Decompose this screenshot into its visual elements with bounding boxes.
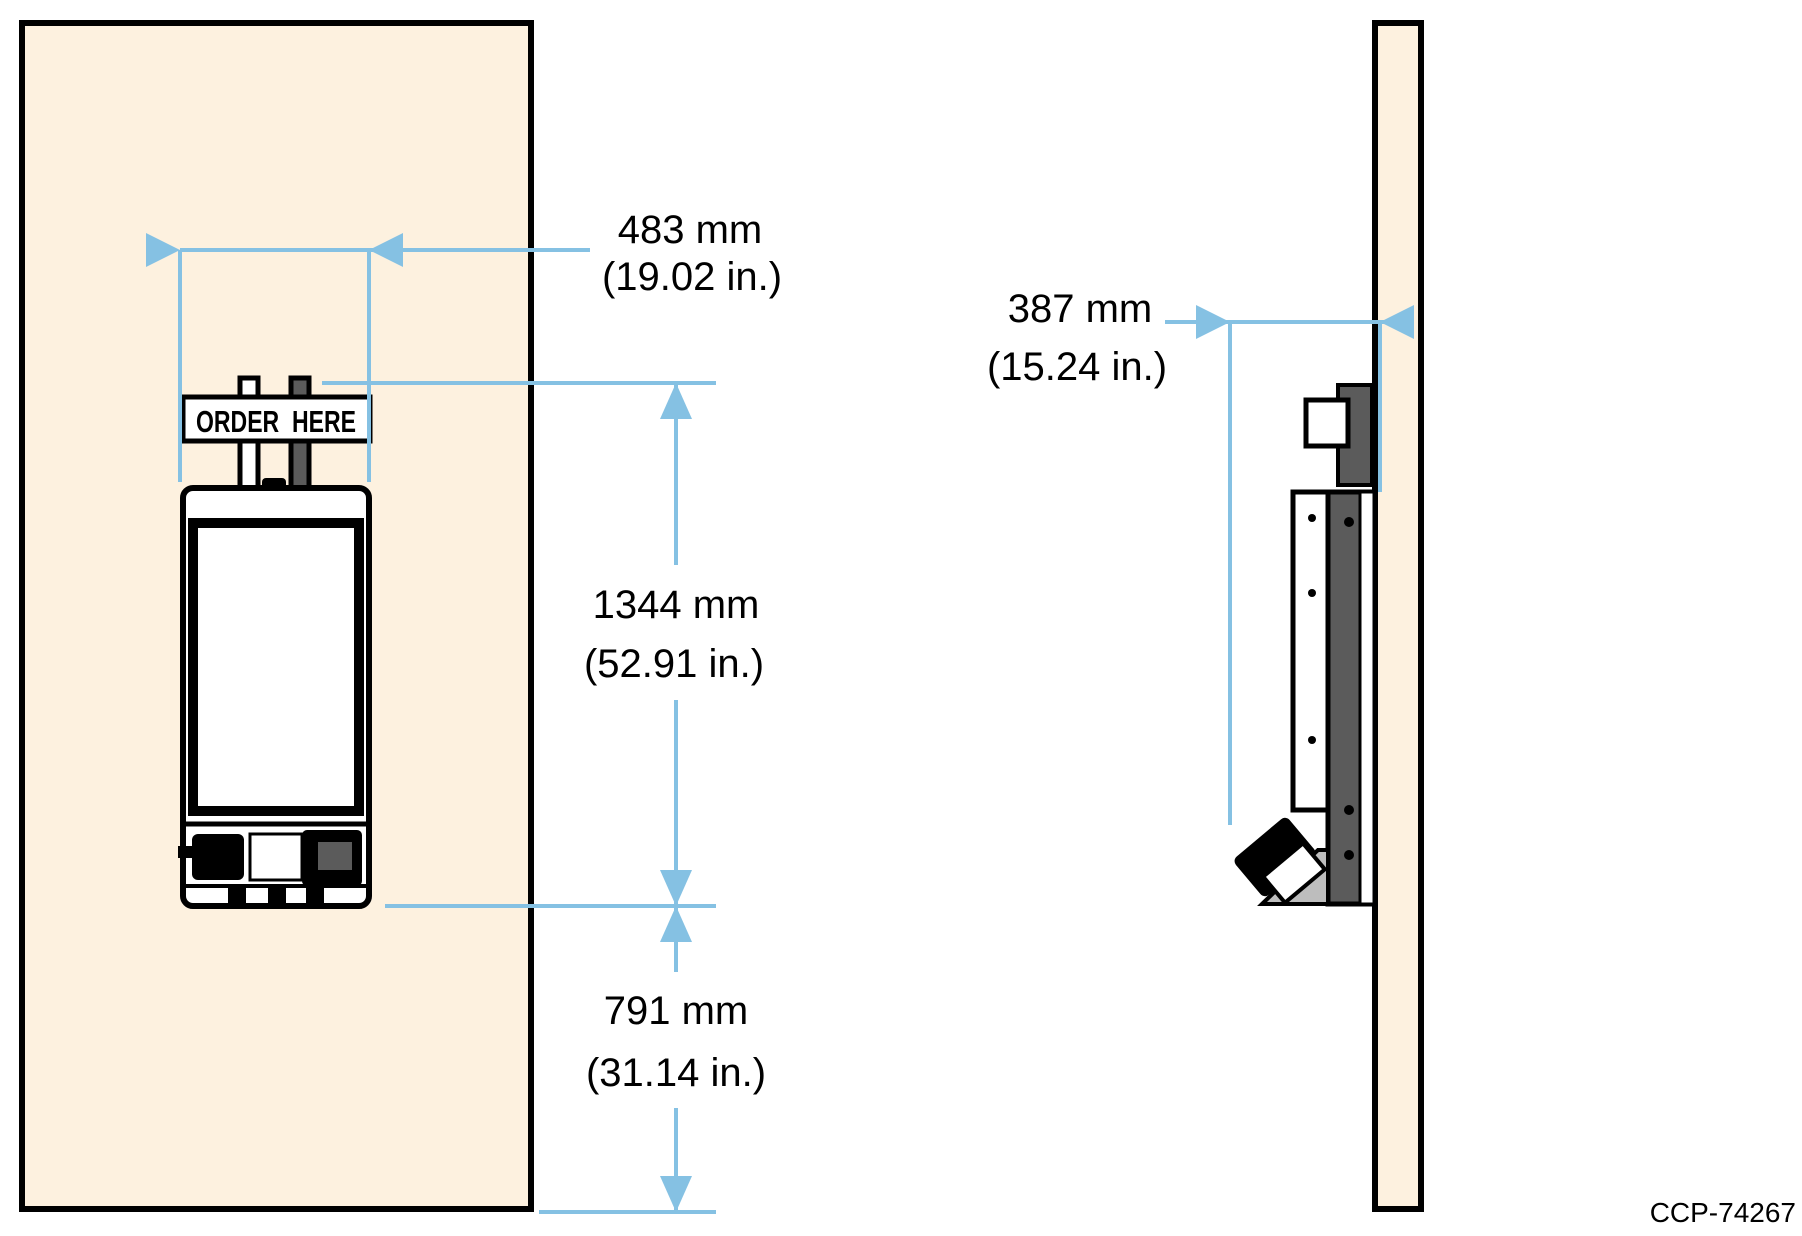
card-reader-slot <box>178 846 204 858</box>
depth-mm-label: 387 mm <box>1008 287 1153 331</box>
mount-hole-2 <box>1344 805 1354 815</box>
height-dimension: 1344 mm (52.91 in.) <box>322 381 764 908</box>
sign-side <box>1303 397 1351 449</box>
side-view: 387 mm (15.24 in.) <box>987 20 1424 1212</box>
height-inch-label: (52.91 in.) <box>584 642 764 686</box>
side-hole-2 <box>1308 589 1316 597</box>
floor-clearance-dimension: 791 mm (31.14 in.) <box>539 906 766 1214</box>
floor-arrow-top <box>660 906 692 942</box>
height-arrow-bottom <box>660 870 692 906</box>
screen <box>198 528 354 806</box>
height-arrow-top <box>660 383 692 419</box>
kiosk-front: ORDER HERE <box>178 375 373 909</box>
side-hole-3 <box>1308 736 1316 744</box>
floor-mm-label: 791 mm <box>604 989 749 1033</box>
height-mm-label: 1344 mm <box>593 583 760 627</box>
side-wall <box>1372 20 1424 1212</box>
floor-arrow-bottom <box>660 1176 692 1212</box>
floor-inch-label: (31.14 in.) <box>586 1051 766 1095</box>
foot-right <box>306 888 324 906</box>
side-payment-terminal <box>1234 817 1316 897</box>
width-arrow-left <box>146 233 180 267</box>
side-hole-1 <box>1308 514 1316 522</box>
width-mm-label: 483 mm <box>618 208 763 252</box>
mount-hole-3 <box>1344 850 1354 860</box>
payment-terminal-keys <box>318 842 352 870</box>
depth-arrow-right <box>1380 305 1414 339</box>
reference-code: CCP-74267 <box>1650 1197 1796 1228</box>
wall-mount-rail <box>1358 490 1376 906</box>
foot-left <box>228 888 246 906</box>
foot-center <box>268 888 286 906</box>
depth-dimension: 387 mm (15.24 in.) <box>987 287 1414 825</box>
kiosk-side <box>1234 383 1376 907</box>
receipt-module <box>248 832 304 882</box>
front-view: ORDER HERE 483 mm <box>19 20 782 1214</box>
depth-arrow-left <box>1196 305 1230 339</box>
width-inch-label: (19.02 in.) <box>602 255 782 299</box>
card-reader <box>192 834 244 880</box>
mount-hole-1 <box>1344 517 1354 527</box>
order-sign-text: ORDER HERE <box>196 404 356 439</box>
width-dimension: 483 mm (19.02 in.) <box>146 208 782 482</box>
side-payment-face <box>1260 840 1328 906</box>
depth-inch-label: (15.24 in.) <box>987 345 1167 389</box>
width-arrow-right <box>369 233 403 267</box>
